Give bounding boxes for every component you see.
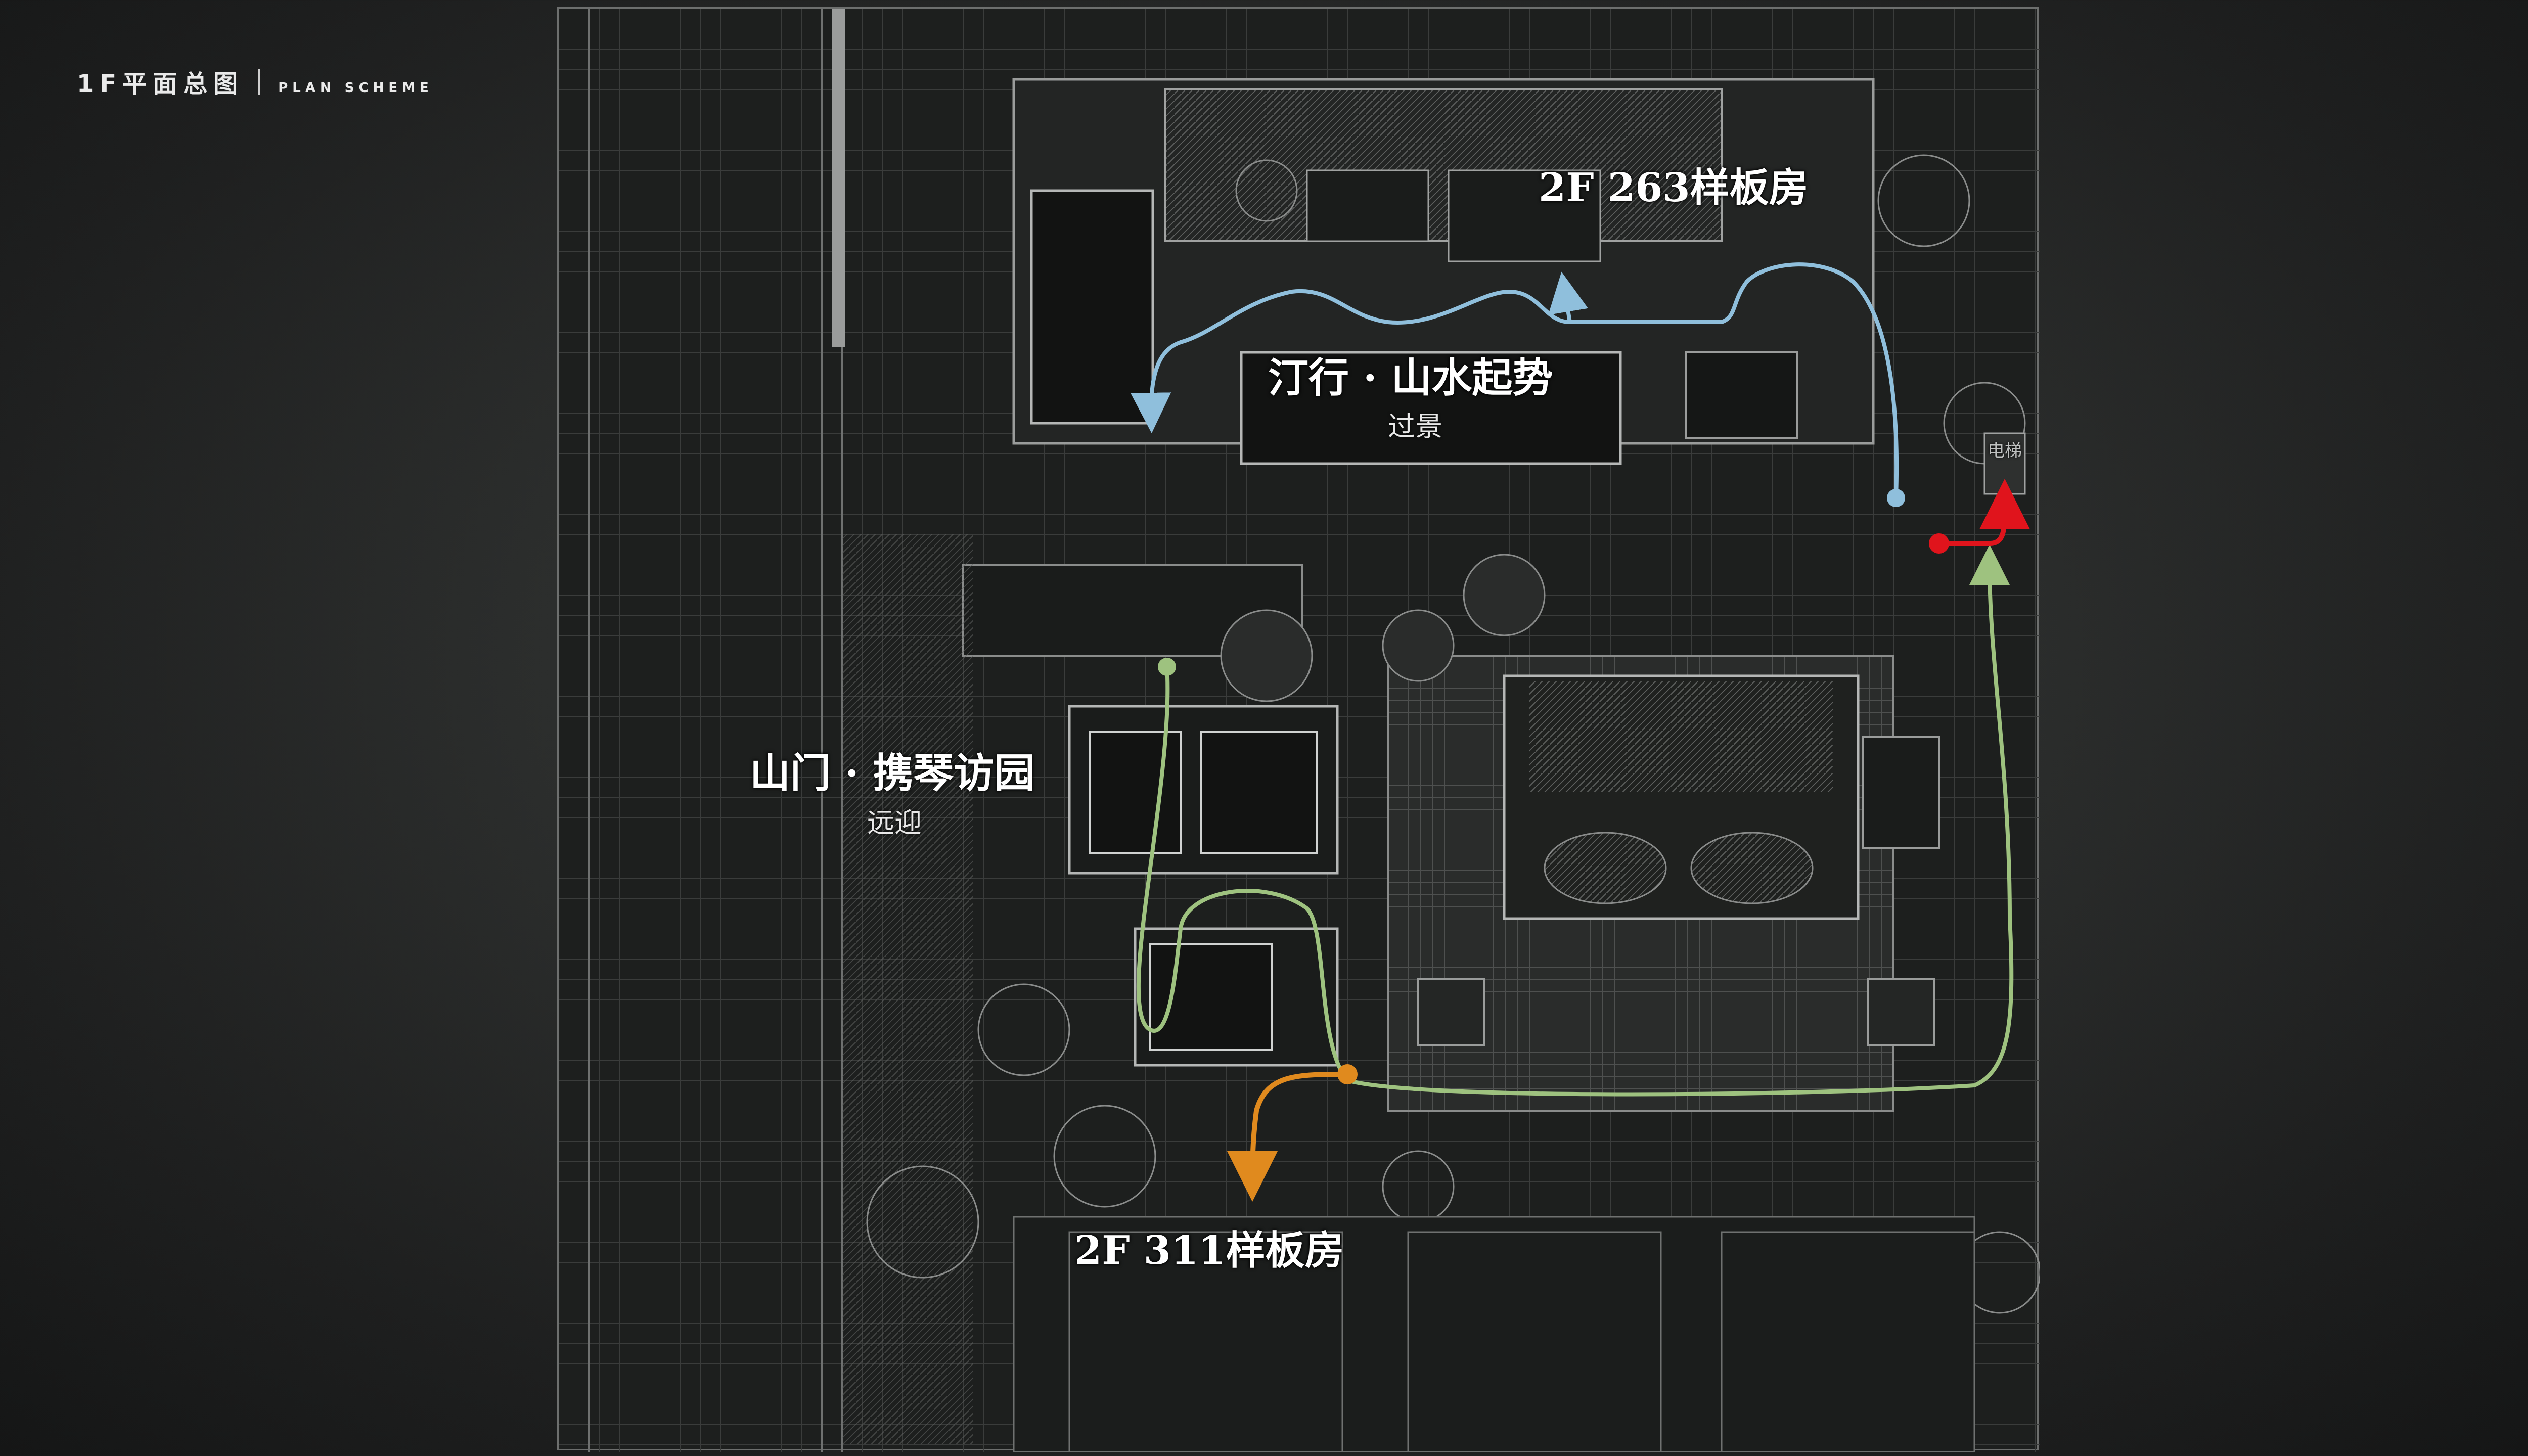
- label-west-zone-title: 山门 · 携琴访园: [750, 749, 1035, 797]
- label-elevator: 电梯: [1988, 441, 2022, 461]
- tree-symbols: [866, 154, 2040, 1380]
- central-plaza: [1387, 655, 1940, 1112]
- route-blue: [1131, 262, 1899, 498]
- site-plan-svg: [559, 9, 2040, 1452]
- label-west-zone-sub: 远迎: [867, 807, 922, 839]
- route-red: [1939, 479, 2030, 546]
- page-header: 1F平面总图 PLAN SCHEME: [77, 64, 433, 99]
- west-pavilions: [842, 534, 1339, 1444]
- north-building: [1012, 78, 1875, 465]
- route-green-start-dot: [1158, 658, 1176, 676]
- route-orange-start-dot: [1337, 1064, 1358, 1084]
- south-buildings: [1013, 1216, 1975, 1452]
- label-bottom-model-room: 2F 311样板房: [1074, 1227, 1344, 1273]
- route-red-start-dot: [1929, 533, 1949, 554]
- route-blue-start-dot: [1887, 489, 1905, 507]
- route-orange: [1227, 1072, 1348, 1202]
- route-blue-branch: [1548, 271, 1589, 323]
- title-divider: [258, 69, 260, 95]
- route-green: [1136, 544, 2014, 1097]
- page-subtitle: PLAN SCHEME: [278, 80, 433, 96]
- page-title: 1F平面总图: [77, 70, 244, 98]
- site-plan-drawing: 2F 263样板房 汀行 · 山水起势 过景 山门 · 携琴访园 远迎 2F 3…: [557, 7, 2040, 1452]
- label-north-zone-sub: 过景: [1388, 411, 1442, 442]
- label-north-zone-title: 汀行 · 山水起势: [1268, 354, 1553, 401]
- label-top-model-room: 2F 263样板房: [1539, 165, 1809, 211]
